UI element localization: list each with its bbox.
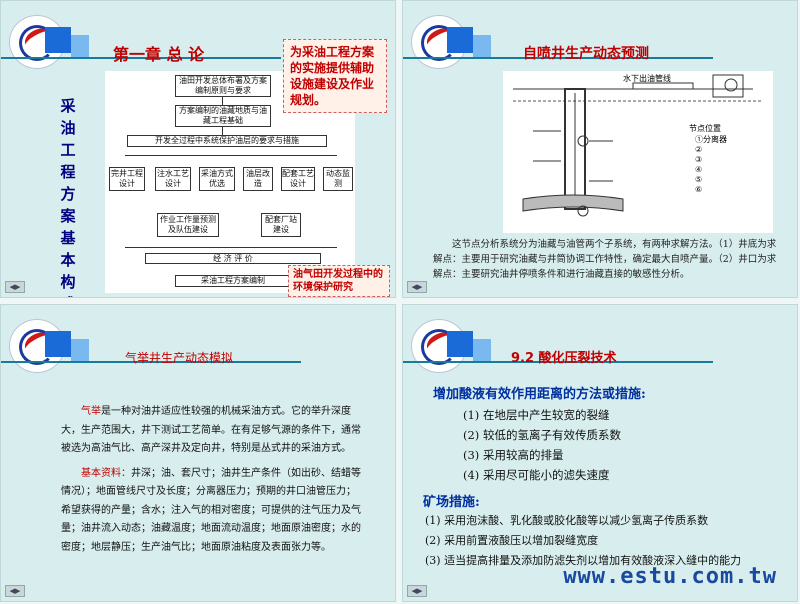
list-item: (3) 采用较高的排量 — [463, 448, 564, 462]
flow-box: 完井工程设计 — [109, 167, 145, 191]
decor-square — [45, 331, 71, 357]
keyword: 气举 — [81, 406, 101, 417]
slide-title: 气举井生产动态模拟 — [125, 351, 234, 365]
flow-box: 注水工艺设计 — [155, 167, 191, 191]
diagram-label: 水下出油管线 — [623, 74, 671, 83]
decor-square — [447, 27, 473, 53]
flow-box: 配套工艺设计 — [281, 167, 315, 191]
body-paragraph: 是一种对油井适应性较强的机械采油方式。它的举升深度大，生产范围大，井下测试工艺简… — [61, 406, 361, 454]
node-item: ④ — [695, 165, 703, 174]
node-item: ② — [695, 145, 703, 154]
flowchart: 油田开发总体布署及方案编制原则与要求 方案编制的油藏地质与油藏工程基础 开发全过… — [105, 71, 355, 293]
node-item: ⑥ — [695, 185, 703, 194]
annotation-callout: 为采油工程方案的实施提供辅助设施建设及作业规划。 — [283, 39, 387, 113]
site-watermark: www.estu.com.tw — [563, 564, 777, 589]
flow-box: 油层改造 — [243, 167, 273, 191]
title-underline — [1, 57, 281, 59]
body-text: 气举是一种对油井适应性较强的机械采油方式。它的举升深度大，生产范围大，井下测试工… — [61, 403, 361, 557]
list-item: (2) 较低的氢离子有效传质系数 — [463, 428, 621, 442]
flow-box: 油田开发总体布署及方案编制原则与要求 — [175, 75, 271, 97]
slide-nav-icon[interactable]: ◀▶ — [407, 585, 427, 597]
node-item: ⑤ — [695, 175, 703, 184]
section-heading: 矿场措施: — [423, 495, 480, 510]
slide-nav-icon[interactable]: ◀▶ — [5, 585, 25, 597]
title-underline — [403, 361, 713, 363]
slide-acid-fracturing[interactable]: 9.2 酸化压裂技术 增加酸液有效作用距离的方法或措施: (1) 在地层中产生较… — [402, 304, 798, 602]
method-list: (1) 在地层中产生较宽的裂缝 (2) 较低的氢离子有效传质系数 (3) 采用较… — [463, 405, 621, 485]
flow-box: 方案编制的油藏地质与油藏工程基础 — [175, 105, 271, 127]
list-item: (1) 在地层中产生较宽的裂缝 — [463, 408, 610, 422]
section-label: 基本资料： — [81, 467, 131, 479]
section-heading: 增加酸液有效作用距离的方法或措施: — [433, 387, 646, 402]
decor-square — [473, 339, 491, 361]
flow-box: 开发全过程中系统保护油层的要求与措施 — [127, 135, 327, 147]
flow-box: 配套厂站建设 — [261, 213, 301, 237]
list-item: (2) 采用前置液酸压以增加裂缝宽度 — [425, 534, 599, 547]
decor-square — [473, 35, 491, 57]
decor-square — [71, 35, 89, 57]
slide-title: 9.2 酸化压裂技术 — [511, 351, 617, 366]
list-item: (4) 采用尽可能小的滤失速度 — [463, 468, 610, 482]
slide-chapter-overview[interactable]: 第一章 总 论 采油工程方案基本构成 油田开发总体布署及方案编制原则与要求 方案… — [0, 0, 396, 298]
flow-box: 经 济 评 价 — [145, 253, 321, 264]
annotation-callout: 油气田开发过程中的环境保护研究 — [288, 265, 390, 297]
body-paragraph: 井深；油、套尺寸；油井生产条件（如出砂、结蜡等情况）；地面管线尺寸及长度；分离器… — [61, 467, 361, 553]
flow-box: 采油工程方案编制 — [175, 275, 291, 287]
flow-box: 作业工作量预测及队伍建设 — [157, 213, 219, 237]
node-item: ①分离器 — [695, 135, 727, 144]
slide-nav-icon[interactable]: ◀▶ — [5, 281, 25, 293]
flow-box: 采油方式优选 — [199, 167, 235, 191]
title-underline — [403, 57, 713, 59]
field-measures-list: (1) 采用泡沫酸、乳化酸或胶化酸等以减少氢离子传质系数 (2) 采用前置液酸压… — [425, 511, 785, 571]
list-item: (3) 适当提高排量及添加防滤失剂以增加有效酸液深入缝中的能力 — [425, 554, 742, 567]
list-item: (1) 采用泡沫酸、乳化酸或胶化酸等以减少氢离子传质系数 — [425, 514, 709, 527]
slide-title: 第一章 总 论 — [113, 45, 205, 64]
decor-square — [447, 331, 473, 357]
title-underline — [1, 361, 301, 363]
slide-title: 自喷井生产动态预测 — [523, 46, 649, 62]
decor-square — [45, 27, 71, 53]
vertical-title: 采油工程方案基本构成 — [60, 97, 76, 297]
slide-nav-icon[interactable]: ◀▶ — [407, 281, 427, 293]
node-item: ③ — [695, 155, 703, 164]
body-paragraph: 这节点分析系统分为油藏与油管两个子系统，有两种求解方法。（1）井底为求解点：主要… — [433, 239, 777, 280]
slide-flowing-well[interactable]: 自喷井生产动态预测 水下出油管线 节点位置 ①分离器 ② ③ ④ ⑤ ⑥ — [402, 0, 798, 298]
node-legend: ①分离器 ② ③ ④ ⑤ ⑥ — [695, 135, 727, 195]
well-node-diagram: 水下出油管线 节点位置 ①分离器 ② ③ ④ ⑤ ⑥ — [503, 71, 773, 233]
flow-box: 动态监测 — [323, 167, 353, 191]
node-legend-title: 节点位置 — [689, 124, 721, 133]
slide-gas-lift[interactable]: 气举井生产动态模拟 气举是一种对油井适应性较强的机械采油方式。它的举升深度大，生… — [0, 304, 396, 602]
decor-square — [71, 339, 89, 361]
